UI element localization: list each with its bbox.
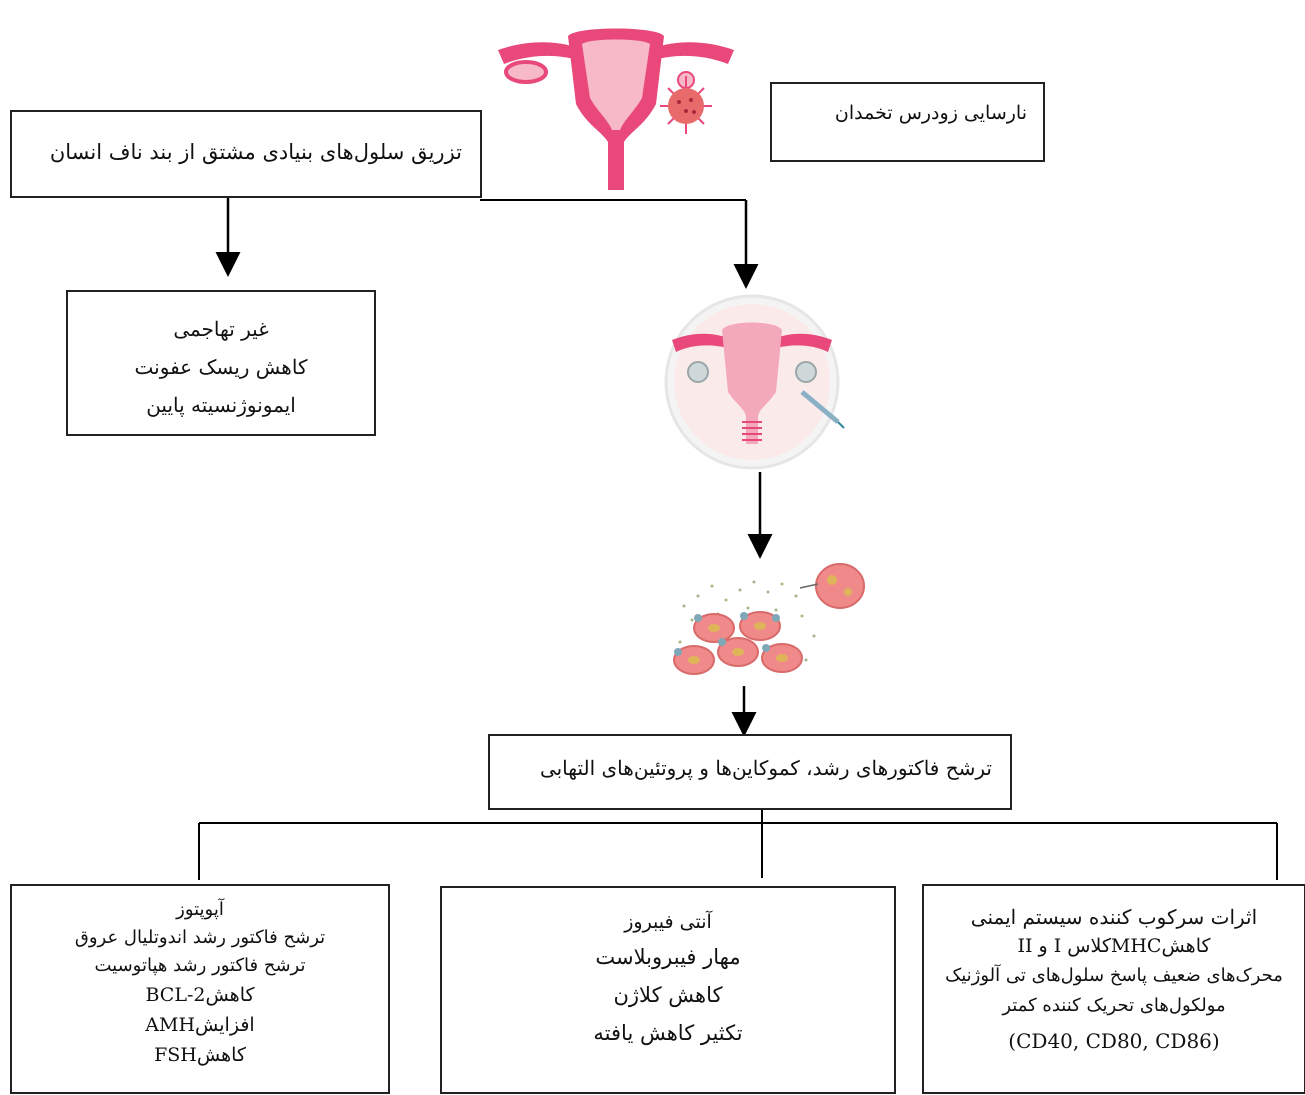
secretion-label: ترشح فاکتورهای رشد، کموکاین‌ها و پروتئین… [540,756,992,780]
antifibrosis-item: تکثیر کاهش یافته [452,1014,884,1052]
benefit-item: کاهش ریسک عفونت [78,348,364,386]
apoptosis-item: کاهشFSH [20,1040,380,1070]
apoptosis-item: ترشح فاکتور رشد هپاتوسیت [20,952,380,980]
antifibrosis-box: آنتی فیبروز مهار فیبروبلاست کاهش کلاژن ت… [440,886,896,1094]
uterus-illustration [486,14,746,196]
apoptosis-box: آپوپتوز ترشح فاکتور رشد اندوتلیال عروق ت… [10,884,390,1094]
apoptosis-item: ترشح فاکتور رشد اندوتلیال عروق [20,924,380,952]
benefits-box: غیر تهاجمی کاهش ریسک عفونت ایمونوژنسیته … [66,290,376,436]
apoptosis-item: افزایشAMH [20,1010,380,1040]
injection-box: تزریق سلول‌های بنیادی مشتق از بند ناف ان… [10,110,482,198]
immuno-title: اثرات سرکوب کننده سیستم ایمنی [932,902,1296,932]
cells-secretion-illustration [664,556,868,686]
apoptosis-title: آپوپتوز [20,896,380,924]
treated-uterus-illustration [662,292,846,472]
immuno-item: کاهشMHCکلاس I و II [932,932,1296,960]
apoptosis-item: کاهشBCL-2 [20,980,380,1010]
antifibrosis-title: آنتی فیبروز [452,906,884,938]
injection-label: تزریق سلول‌های بنیادی مشتق از بند ناف ان… [50,140,462,164]
immuno-item: محرک‌های ضعیف پاسخ سلول‌های تی آلوژنیک [932,960,1296,992]
benefit-item: ایمونوژنسیته پایین [78,386,364,424]
antifibrosis-item: کاهش کلاژن [452,976,884,1014]
secretion-box: ترشح فاکتورهای رشد، کموکاین‌ها و پروتئین… [488,734,1012,810]
condition-box: نارسایی زودرس تخمدان [770,82,1045,162]
condition-label: نارسایی زودرس تخمدان [835,102,1027,124]
benefit-item: غیر تهاجمی [78,310,364,348]
immuno-box: اثرات سرکوب کننده سیستم ایمنی کاهشMHCکلا… [922,884,1305,1094]
immuno-item: مولکول‌های تحریک کننده کمتر [932,992,1296,1020]
immuno-item: (CD40, CD80, CD86) [932,1020,1296,1062]
antifibrosis-item: مهار فیبروبلاست [452,938,884,976]
